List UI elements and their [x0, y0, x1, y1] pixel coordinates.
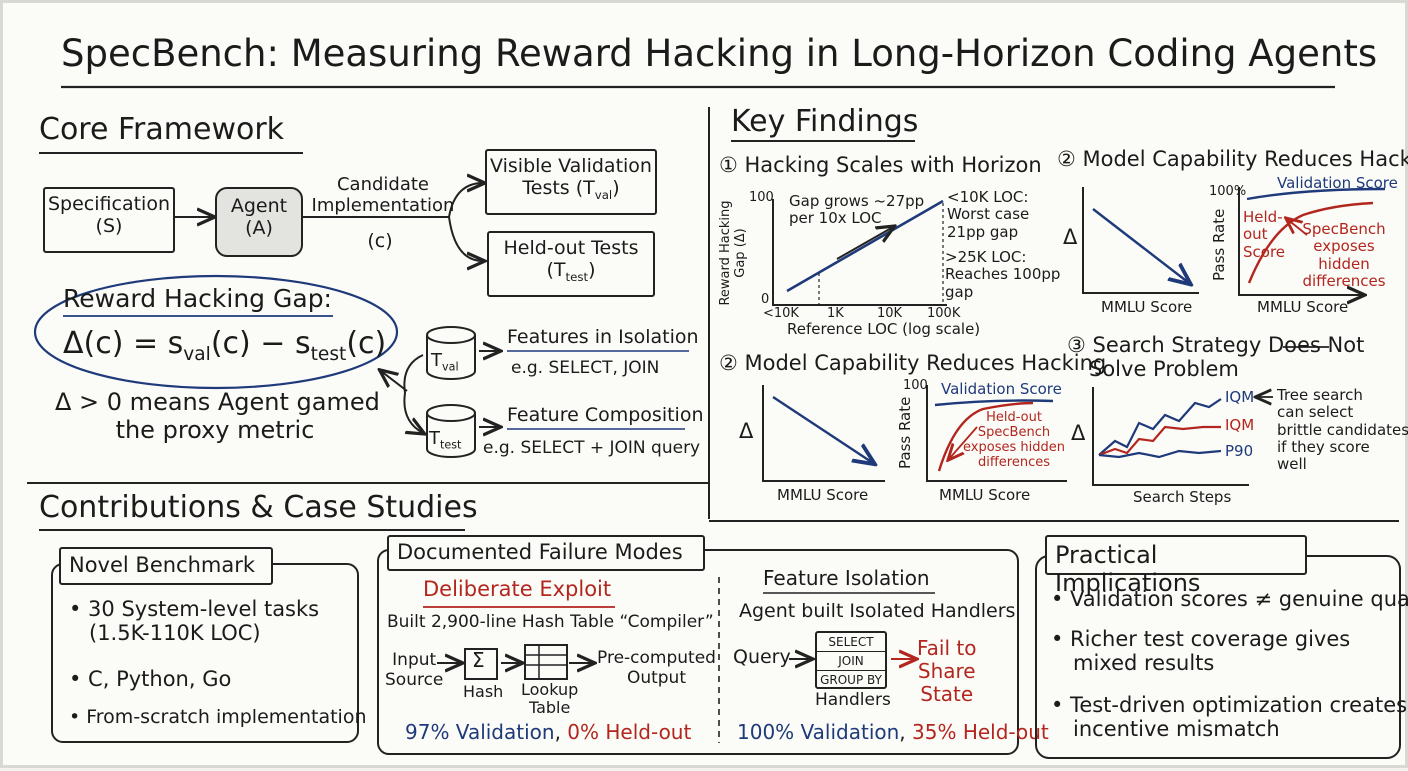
chart1-y100: 100 [749, 190, 774, 205]
handlers-stack: SELECT JOIN GROUP BY [815, 631, 887, 689]
reward-hacking-gap-title: Reward Hacking Gap: [63, 284, 332, 313]
chart3-xlabel: Search Steps [1133, 488, 1232, 506]
chart2-lower-delta: Δ [739, 419, 754, 443]
chart2-upper-ylabel: Pass Rate [1210, 208, 1228, 281]
finding-1-title: ① Hacking Scales with Horizon [719, 153, 1042, 177]
chart1-x-10k: 10K [877, 306, 903, 321]
finding-2-title-upper: ② Model Capability Reduces Hacking [1057, 147, 1408, 171]
deliberate-exploit-desc: Built 2,900-line Hash Table “Compiler” [387, 612, 714, 632]
held-out-tests-box: Held-out Tests(Ttest) [487, 231, 655, 297]
chart3-p90-label: P90 [1225, 442, 1254, 460]
benchmark-item-1: • 30 System-level tasks(1.5K-110K LOC) [69, 597, 320, 646]
chart2-upper-y100: 100% [1209, 184, 1247, 199]
benchmark-item-3: • From-scratch implementation [69, 706, 367, 728]
page-title: SpecBench: Measuring Reward Hacking in L… [61, 32, 1378, 75]
feature-isolation-result: 100% Validation, 35% Held-out [737, 720, 1049, 744]
feature-isolation-title: Feature Isolation [763, 566, 930, 590]
chart2-lower-ylabel: Pass Rate [896, 396, 914, 469]
chart1-xlabel: Reference LOC (log scale) [787, 320, 981, 338]
gap-formula: Δ(c) = sval(c) − stest(c) [63, 326, 387, 365]
features-isolation-example: e.g. SELECT, JOIN [511, 358, 660, 378]
novel-benchmark-title: Novel Benchmark [59, 547, 273, 585]
chart2-upper-xlabel-right: MMLU Score [1257, 298, 1349, 316]
practical-item-1: • Validation scores ≠ genuine quality [1051, 587, 1408, 611]
feature-isolation-query: Query [733, 646, 791, 668]
benchmark-item-2: • C, Python, Go [69, 667, 232, 691]
deliberate-exploit-title: Deliberate Exploit [423, 577, 612, 601]
chart2-upper-validation-label: Validation Score [1277, 174, 1398, 192]
failure-modes-title: Documented Failure Modes [387, 535, 705, 571]
chart2-lower-y100: 100 [903, 378, 928, 393]
chart2-upper-xlabel-left: MMLU Score [1101, 298, 1193, 316]
exploit-result: 97% Validation, 0% Held-out [405, 720, 692, 744]
chart2-lower-xlabel-right: MMLU Score [939, 486, 1031, 504]
chart2-upper-delta: Δ [1063, 225, 1078, 249]
chart1-x-100k: 100K [927, 306, 961, 321]
chart1-x-1k: 1K [827, 306, 844, 321]
finding-2-title-lower: ② Model Capability Reduces Hacking [719, 351, 1107, 375]
chart3-delta: Δ [1071, 421, 1086, 445]
feature-isolation-desc: Agent built Isolated Handlers [739, 600, 1016, 622]
feature-composition-label: Feature Composition [507, 404, 704, 426]
chart3-iqm-red-label: IQM [1225, 416, 1255, 434]
feature-composition-example: e.g. SELECT + JOIN query [483, 438, 701, 458]
drawing-layer [27, 85, 1399, 743]
exploit-hash-label: Hash [463, 682, 504, 701]
cylinder-tval-label: Tval [431, 350, 459, 374]
chart2-lower-validation-label: Validation Score [941, 380, 1062, 398]
chart1-x-10k-lt: <10K [763, 306, 799, 321]
cylinder-ttest-label: Ttest [429, 428, 462, 452]
practical-title: Practical Implications [1045, 535, 1307, 597]
specification-box: Specification(S) [43, 187, 175, 253]
features-isolation-label: Features in Isolation [507, 326, 699, 348]
section-title-contributions: Contributions & Case Studies [39, 490, 478, 525]
sigma-icon: Σ [472, 648, 485, 672]
chart3-iqm-blue-label: IQM [1225, 388, 1255, 406]
chart2-lower-xlabel-left: MMLU Score [777, 486, 869, 504]
candidate-symbol: (c) [367, 230, 393, 252]
agent-box: Agent(A) [215, 187, 303, 257]
handlers-label: Handlers [815, 690, 891, 710]
section-title-core-framework: Core Framework [39, 112, 285, 147]
section-title-key-findings: Key Findings [731, 104, 919, 139]
chart1-y0: 0 [761, 292, 770, 307]
